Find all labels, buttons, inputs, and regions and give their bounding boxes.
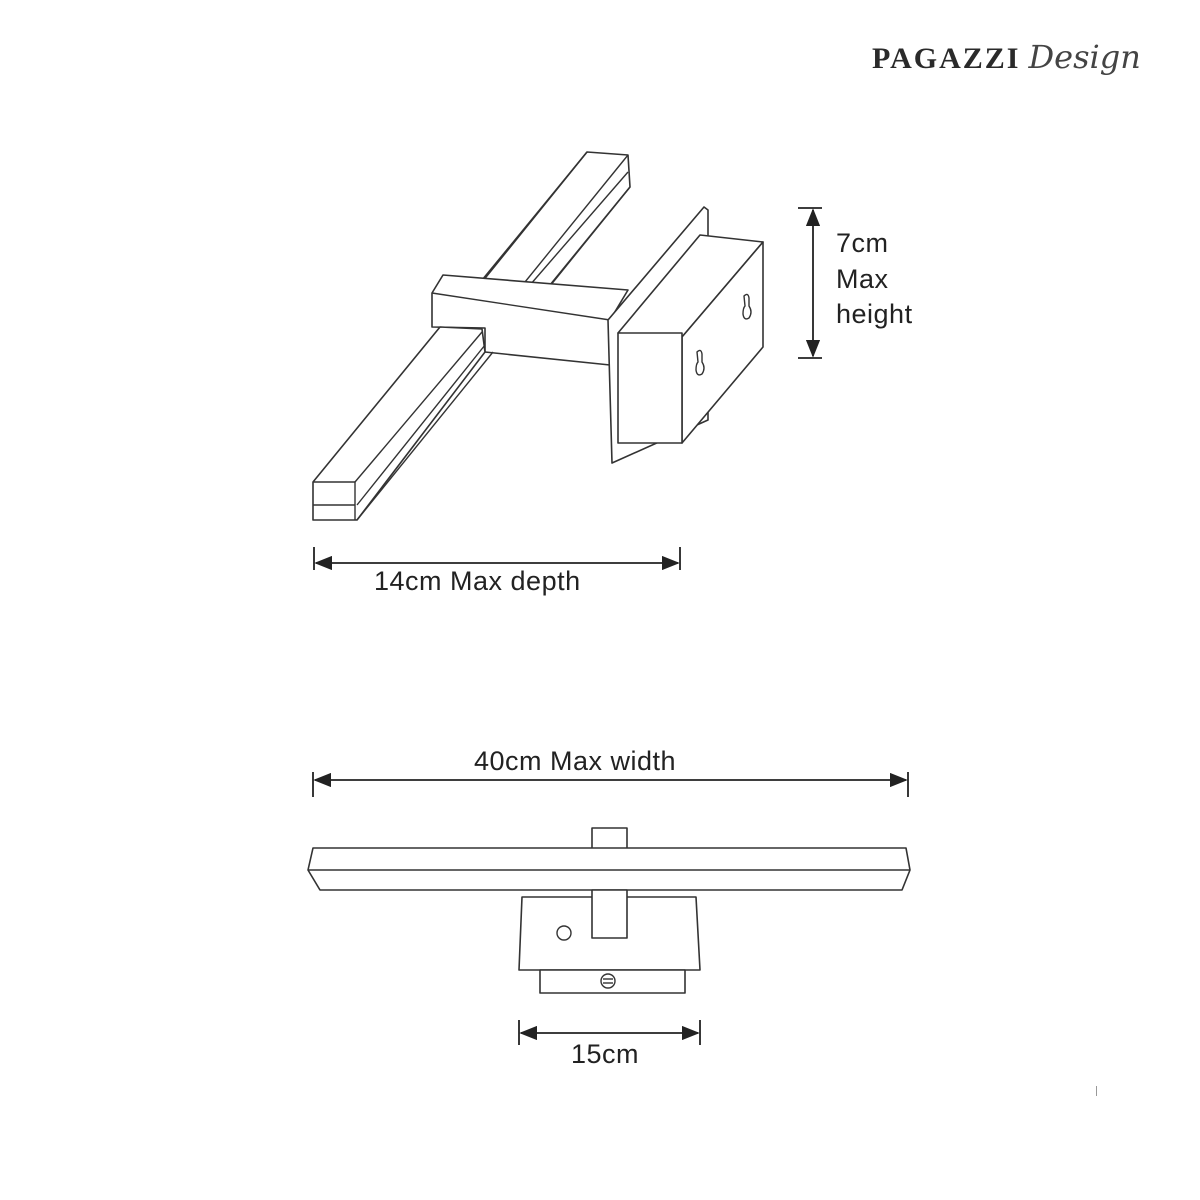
- screw-icon: [600, 973, 616, 989]
- depth-dimension: [313, 547, 681, 571]
- page-mark: [1096, 1086, 1097, 1096]
- brand-name: PAGAZZI: [872, 42, 1021, 75]
- switch-icon: [556, 925, 572, 941]
- base-width-label: 15cm: [571, 1039, 640, 1069]
- keyhole-icon: [742, 293, 752, 320]
- upper-light-bar: [481, 151, 631, 287]
- keyhole-icon: [695, 349, 705, 376]
- depth-label: 14cm Max depth: [374, 566, 581, 596]
- lower-light-bar: [312, 326, 494, 521]
- front-view: [307, 827, 911, 994]
- base-dimension: [518, 1020, 701, 1045]
- width-label: 40cm Max width: [474, 746, 677, 776]
- height-dimension: [798, 207, 822, 359]
- brand-tagline: Design: [1028, 38, 1141, 76]
- height-label-line-2: Max: [836, 264, 889, 294]
- width-dimension: [312, 772, 909, 797]
- height-label-line-1: 7cm: [836, 228, 889, 258]
- height-label-line-3: height: [836, 299, 913, 329]
- mounting-box: [617, 234, 764, 444]
